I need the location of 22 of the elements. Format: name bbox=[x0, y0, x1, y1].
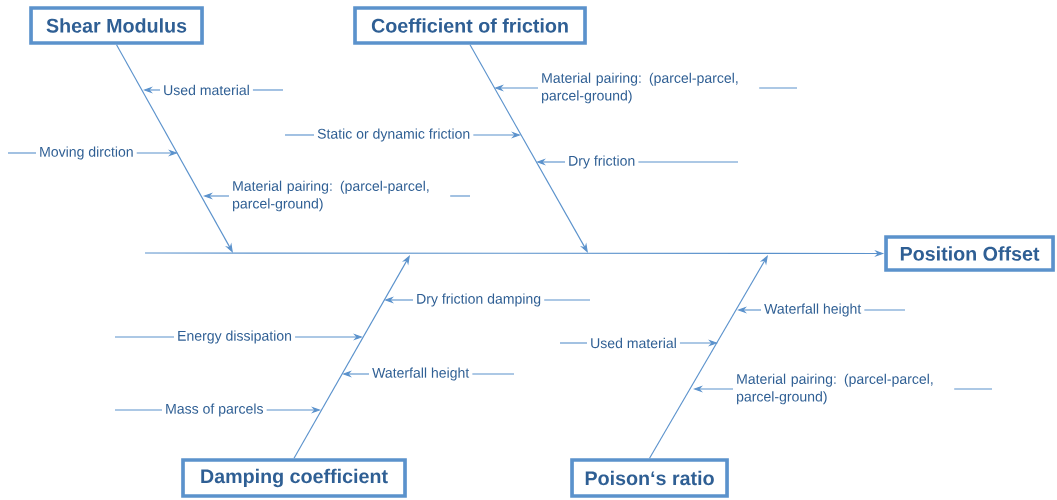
cause-label: Used material bbox=[591, 337, 676, 349]
cause-label: Material pairing: (parcel-parcel, parcel-ground) bbox=[737, 373, 933, 405]
bone-arrow bbox=[469, 44, 588, 253]
cause-label: Moving dirction bbox=[40, 146, 133, 160]
cause-label: Used material bbox=[164, 84, 249, 96]
cause-label: Waterfall height bbox=[372, 367, 470, 381]
cause-label: Static or dynamic friction bbox=[317, 128, 470, 142]
cause-label: Waterfall height bbox=[764, 303, 862, 317]
category-box: Coefficient of friction bbox=[353, 6, 587, 45]
cause-label: Energy dissipation bbox=[178, 330, 292, 344]
bone-arrow bbox=[293, 255, 410, 459]
cause-label: Material pairing: (parcel-parcel, parcel-ground) bbox=[542, 72, 738, 104]
category-box: Shear Modulus bbox=[29, 6, 204, 45]
bone-arrow bbox=[648, 255, 768, 459]
cause-label: Mass of parcels bbox=[166, 403, 263, 417]
category-box: Damping coefficient bbox=[181, 458, 407, 498]
cause-label: Dry friction bbox=[569, 155, 635, 169]
bone-arrow bbox=[115, 44, 233, 253]
category-box: Poison‘s ratio bbox=[570, 458, 729, 498]
effect-box: Position Offset bbox=[884, 235, 1055, 272]
cause-label: Dry friction damping bbox=[417, 293, 541, 307]
cause-label: Material pairing: (parcel-parcel, parcel-ground) bbox=[233, 180, 429, 212]
